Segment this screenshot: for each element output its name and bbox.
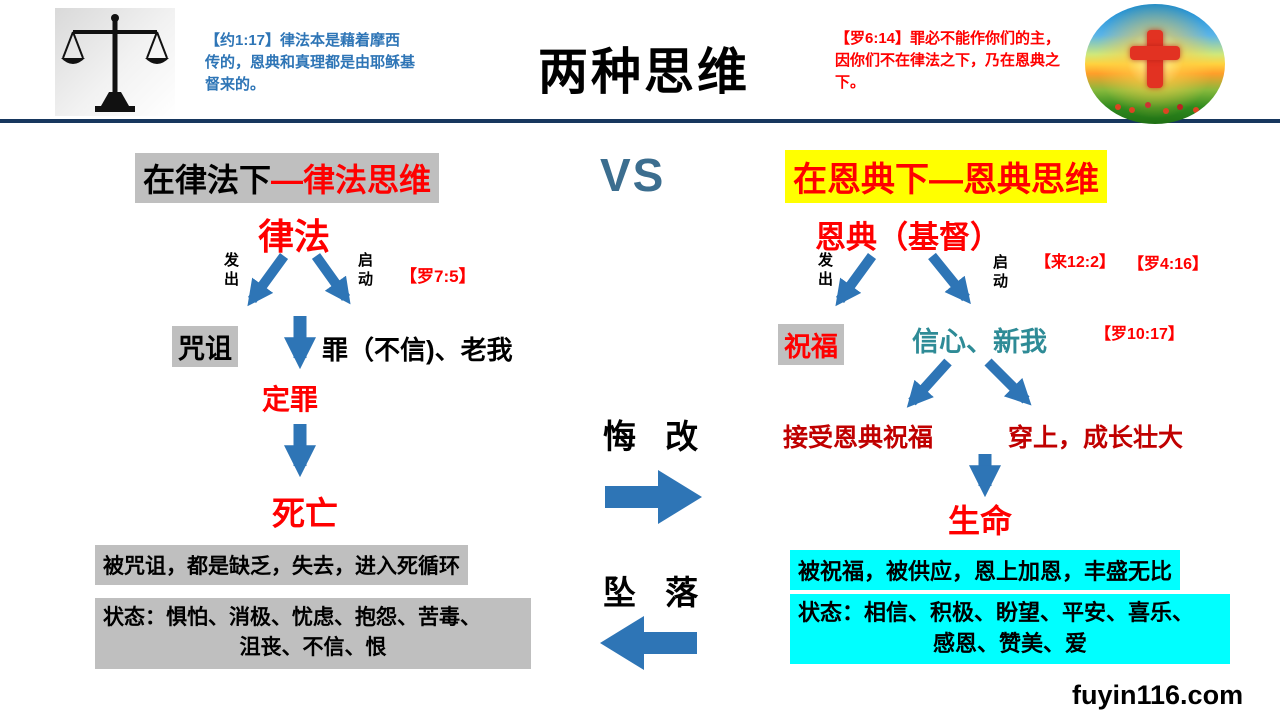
grace-heading: 在恩典下—恩典思维 bbox=[785, 150, 1107, 203]
cross-sunrise-image bbox=[1085, 4, 1225, 124]
put-on-grow-node: 穿上，成长壮大 bbox=[1008, 424, 1184, 452]
life-node: 生命 bbox=[948, 503, 1013, 539]
grace-root-node: 恩典（基督） bbox=[815, 220, 1001, 255]
verse-romans-6-14: 【罗6:14】罪必不能作你们的主，因你们不在律法之下，乃在恩典之下。 bbox=[835, 30, 1061, 91]
page-title: 两种思维 bbox=[538, 44, 750, 100]
arrow-fall-left bbox=[600, 616, 697, 670]
law-activate-label: 启动 bbox=[358, 252, 374, 288]
verse-john-1-17: 【约1:17】律法本是藉着摩西传的，恩典和真理都是由耶稣基督来的。 bbox=[205, 32, 416, 93]
sin-node: 罪（不信)、老我 bbox=[322, 335, 513, 365]
vs-label: VS bbox=[600, 149, 666, 201]
condemnation-node: 定罪 bbox=[262, 384, 319, 415]
law-state-box: 状态：惧怕、消极、忧虑、抱怨、苦毒、 沮丧、不信、恨 bbox=[95, 598, 531, 669]
ref-romans-7-5: 【罗7:5】 bbox=[400, 267, 476, 286]
arrow-faith-to-puton bbox=[984, 358, 1032, 406]
ref-hebrews-12-2: 【来12:2】 bbox=[1035, 254, 1116, 271]
grace-state-line1: 状态：相信、积极、盼望、平安、喜乐、 bbox=[798, 600, 1195, 625]
grace-state-line2: 感恩、赞美、爱 bbox=[932, 630, 1087, 656]
repent-label: 悔 改 bbox=[603, 418, 709, 455]
arrow-faith-to-receive bbox=[906, 358, 952, 408]
curse-node: 咒诅 bbox=[172, 326, 238, 367]
arrow-law-to-curse bbox=[247, 253, 289, 307]
faith-newself-node: 信心、新我 bbox=[912, 327, 1047, 357]
receive-grace-node: 接受恩典祝福 bbox=[783, 424, 934, 452]
ref-romans-10-17: 【罗10:17】 bbox=[1095, 326, 1184, 343]
law-state-line2: 沮丧、不信、恨 bbox=[239, 636, 387, 660]
law-summary-box: 被咒诅，都是缺乏，失去，进入死循环 bbox=[95, 545, 468, 585]
scales-of-justice-image bbox=[55, 8, 175, 116]
grace-emit-label: 发出 bbox=[818, 252, 834, 288]
law-heading-black: 在律法下 bbox=[143, 162, 272, 198]
law-root-node: 律法 bbox=[258, 216, 331, 257]
grace-state-box: 状态：相信、积极、盼望、平安、喜乐、 感恩、赞美、爱 bbox=[790, 594, 1230, 664]
arrow-repent-right bbox=[605, 470, 702, 524]
cross-icon-bar bbox=[1130, 46, 1180, 60]
ref-romans-4-16: 【罗4:16】 bbox=[1128, 256, 1209, 273]
law-emit-label: 发出 bbox=[224, 252, 240, 288]
law-heading-red: —律法思维 bbox=[271, 162, 432, 198]
red-flowers bbox=[1115, 104, 1121, 110]
arrow-law-to-sin bbox=[311, 253, 351, 305]
death-node: 死亡 bbox=[272, 495, 338, 532]
fall-label: 坠 落 bbox=[603, 574, 709, 611]
header-divider bbox=[0, 119, 1280, 123]
grace-activate-label: 启动 bbox=[993, 254, 1009, 290]
law-heading: 在律法下—律法思维 bbox=[135, 153, 440, 203]
law-state-line1: 状态：惧怕、消极、忧虑、抱怨、苦毒、 bbox=[103, 606, 481, 629]
site-watermark: fuyin116.com bbox=[1072, 680, 1244, 710]
grace-summary-box: 被祝福，被供应，恩上加恩，丰盛无比 bbox=[790, 550, 1181, 590]
arrow-grace-to-faith bbox=[928, 252, 971, 305]
arrow-grace-to-blessing bbox=[835, 253, 877, 307]
blessing-node: 祝福 bbox=[778, 324, 844, 365]
